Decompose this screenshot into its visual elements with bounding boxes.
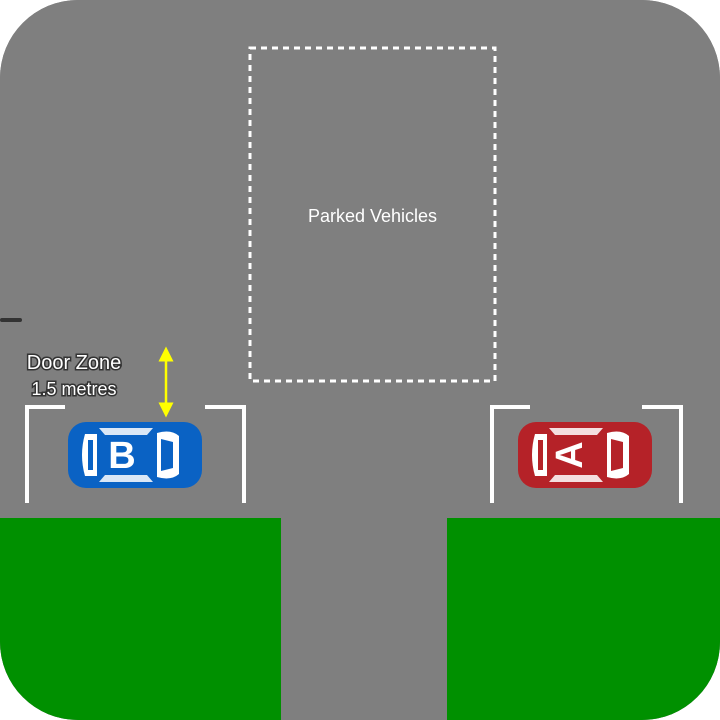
parking-bay-left	[25, 405, 246, 503]
vehicle-b-label: B	[108, 435, 135, 477]
parked-vehicles-zone	[248, 46, 497, 383]
parking-bay-right	[490, 405, 683, 503]
grass-left	[0, 518, 281, 720]
vehicle-b: B	[68, 422, 202, 488]
vehicle-a-label: A	[549, 441, 591, 468]
vehicle-a: A	[518, 422, 652, 488]
door-zone-measure: 1.5 metres	[31, 379, 116, 399]
door-zone-title: Door Zone	[27, 352, 122, 374]
parked-vehicles-label: Parked Vehicles	[308, 206, 437, 226]
grass-right	[447, 518, 720, 720]
curb-marker	[0, 318, 22, 322]
